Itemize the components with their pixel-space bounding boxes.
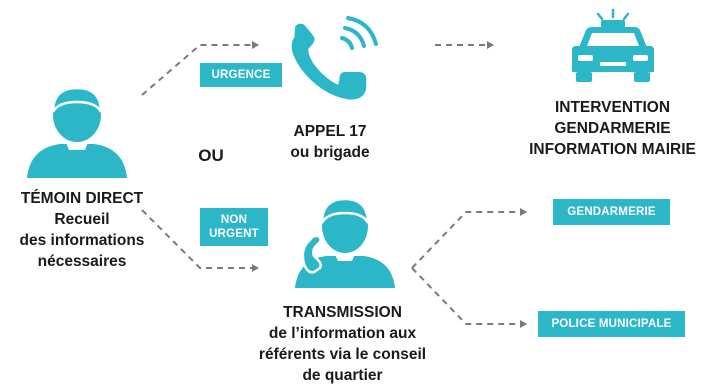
phone-icon [291,16,378,100]
intervention-line-3: INFORMATION MAIRIE [529,141,696,158]
call-line-2: ou brigade [290,144,370,161]
non-urgent-line-2: URGENT [209,228,259,240]
transmission-line-4: de quartier [302,367,383,384]
witness-line-2: Recueil [54,211,110,228]
intervention-label: INTERVENTION GENDARMERIE INFORMATION MAI… [520,97,705,160]
transmission-line-3: référents via le conseil [258,346,427,363]
transmission-label: TRANSMISSION de l’information aux référe… [240,302,445,386]
witness-line-3: des informations [19,232,145,249]
arrow-transmission-to-gendarmerie [411,208,527,269]
call-label: APPEL 17 ou brigade [265,121,395,163]
arrow-witness-to-call [141,41,259,96]
urgent-badge: URGENCE [200,63,282,87]
call-line-1: APPEL 17 [293,123,367,140]
person-with-phone-icon [295,197,395,288]
gendarmerie-badge: GENDARMERIE [553,199,670,225]
non-urgent-line-1: NON [220,214,248,226]
or-label: OU [198,146,224,165]
witness-line-1: TÉMOIN DIRECT [20,190,144,207]
arrow-witness-to-transmission [141,209,259,272]
witness-label: TÉMOIN DIRECT Recueil des informations n… [2,188,162,272]
transmission-line-2: de l’information aux [268,325,417,342]
intervention-line-1: INTERVENTION [554,99,671,116]
intervention-line-2: GENDARMERIE [554,120,671,137]
police-municipale-badge: POLICE MUNICIPALE [538,311,685,337]
witness-line-4: nécessaires [37,253,127,270]
police-car-icon [572,8,654,82]
non-urgent-badge: NON URGENT [200,208,268,246]
person-icon [27,86,127,178]
transmission-line-1: TRANSMISSION [283,304,402,321]
arrow-transmission-to-police [411,267,527,328]
